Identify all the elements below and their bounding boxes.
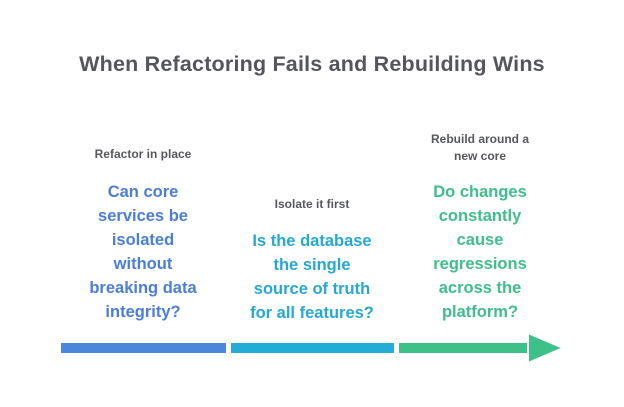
column-question-refactor-in-place: Can core services be isolated without br… (89, 183, 197, 321)
page-title: When Refactoring Fails and Rebuilding Wi… (79, 52, 545, 76)
column-question-isolate-it-first: Is the database the single source of tru… (250, 232, 374, 322)
arrow-segment-rebuild (397, 341, 531, 355)
column-question-rebuild-new-core: Do changes constantly cause regressions … (433, 183, 527, 321)
column-label-rebuild-new-core: Rebuild around a new core (430, 132, 529, 163)
column-label-refactor-in-place: Refactor in place (94, 147, 192, 161)
arrow-segment-refactor (59, 341, 228, 355)
column-label-isolate-it-first: Isolate it first (274, 197, 350, 211)
timeline-arrow (59, 331, 566, 365)
arrow-segment-isolate (229, 341, 396, 355)
arrow-head-icon (527, 331, 566, 365)
